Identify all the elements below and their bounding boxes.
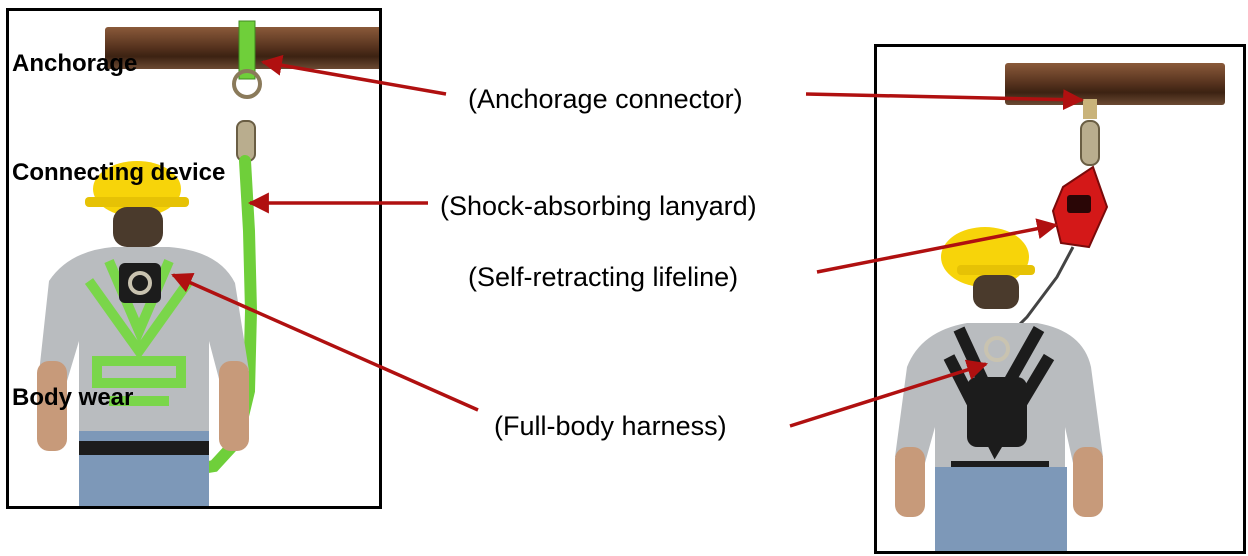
title-connecting-device: Connecting device [12, 159, 226, 186]
worker-jeans-right [935, 467, 1067, 551]
arrow-full-body-harness-left [171, 273, 479, 412]
arrow-self-retracting-lifeline [816, 218, 1059, 274]
harness-back-pad-right [967, 377, 1027, 447]
anchorage-connector-bracket [1083, 99, 1097, 119]
harness-green-straps [84, 259, 194, 406]
arrow-anchorage-connector-right [805, 89, 1085, 111]
lanyard-webbing-top [238, 20, 256, 80]
left-photo-panel: Anchorage Connecting device Body wear [6, 8, 382, 509]
dorsal-d-ring [128, 271, 152, 295]
right-photo-panel [874, 44, 1246, 554]
worker-with-lanyard-illustration [37, 20, 262, 506]
label-self-retracting-lifeline: (Self-retracting lifeline) [468, 262, 739, 292]
worker-with-srl-illustration [895, 99, 1109, 551]
label-shock-absorbing-lanyard: (Shock-absorbing lanyard) [440, 191, 757, 221]
title-anchorage: Anchorage [12, 50, 138, 77]
label-full-body-harness: (Full-body harness) [494, 411, 727, 441]
harness-back-pad [119, 263, 161, 303]
arrow-full-body-harness-right [789, 359, 989, 428]
label-anchorage-connector: (Anchorage connector) [468, 84, 743, 114]
anchorage-d-ring [232, 69, 262, 99]
worker-head [113, 207, 163, 247]
worker-head-right [973, 275, 1019, 309]
title-body-wear: Body wear [12, 384, 134, 411]
anchorage-connector-swivel [1080, 120, 1100, 166]
dorsal-d-ring-right [984, 336, 1010, 362]
arrow-anchorage-connector-left [260, 54, 447, 96]
